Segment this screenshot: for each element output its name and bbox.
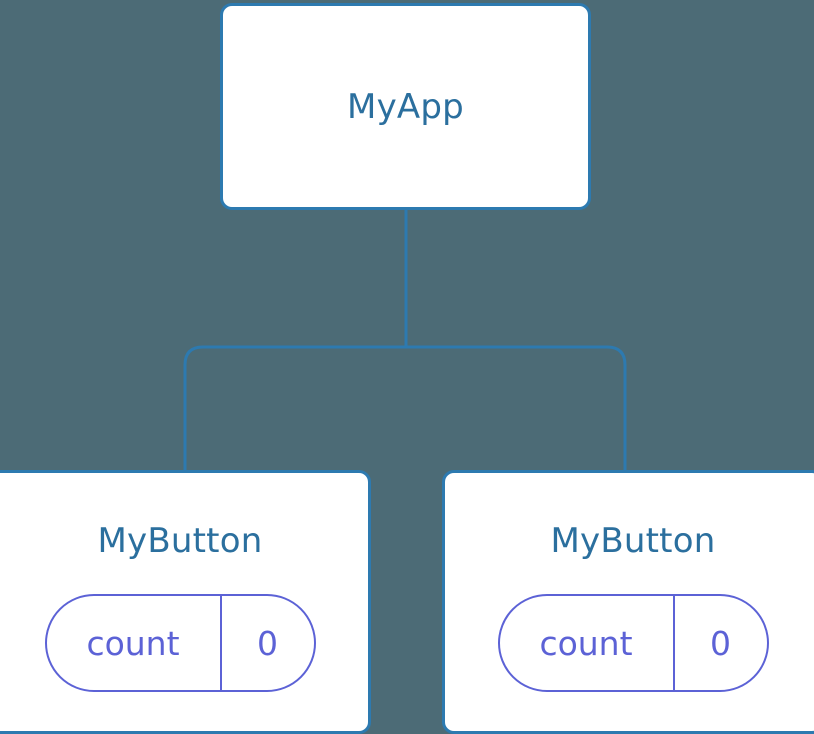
state-value-cell: 0 (222, 596, 314, 690)
state-key-cell: count (500, 596, 675, 690)
state-pill[interactable]: count 0 (497, 594, 769, 692)
edge-bus-to-child-0 (183, 345, 406, 474)
state-key-label: count (539, 623, 633, 663)
node-mybutton-1[interactable]: MyButton count 0 (442, 470, 814, 734)
state-key-cell: count (47, 596, 222, 690)
state-value-cell: 0 (675, 596, 767, 690)
node-mybutton-0[interactable]: MyButton count 0 (0, 470, 371, 734)
state-value-label: 0 (710, 623, 731, 663)
node-myapp[interactable]: MyApp (220, 3, 591, 210)
node-title: MyApp (347, 86, 464, 127)
state-pill[interactable]: count 0 (44, 594, 316, 692)
node-title: MyButton (550, 521, 716, 561)
node-title: MyButton (97, 521, 263, 561)
edge-bus-to-child-1 (406, 345, 627, 474)
state-key-label: count (86, 623, 180, 663)
state-value-label: 0 (257, 623, 278, 663)
